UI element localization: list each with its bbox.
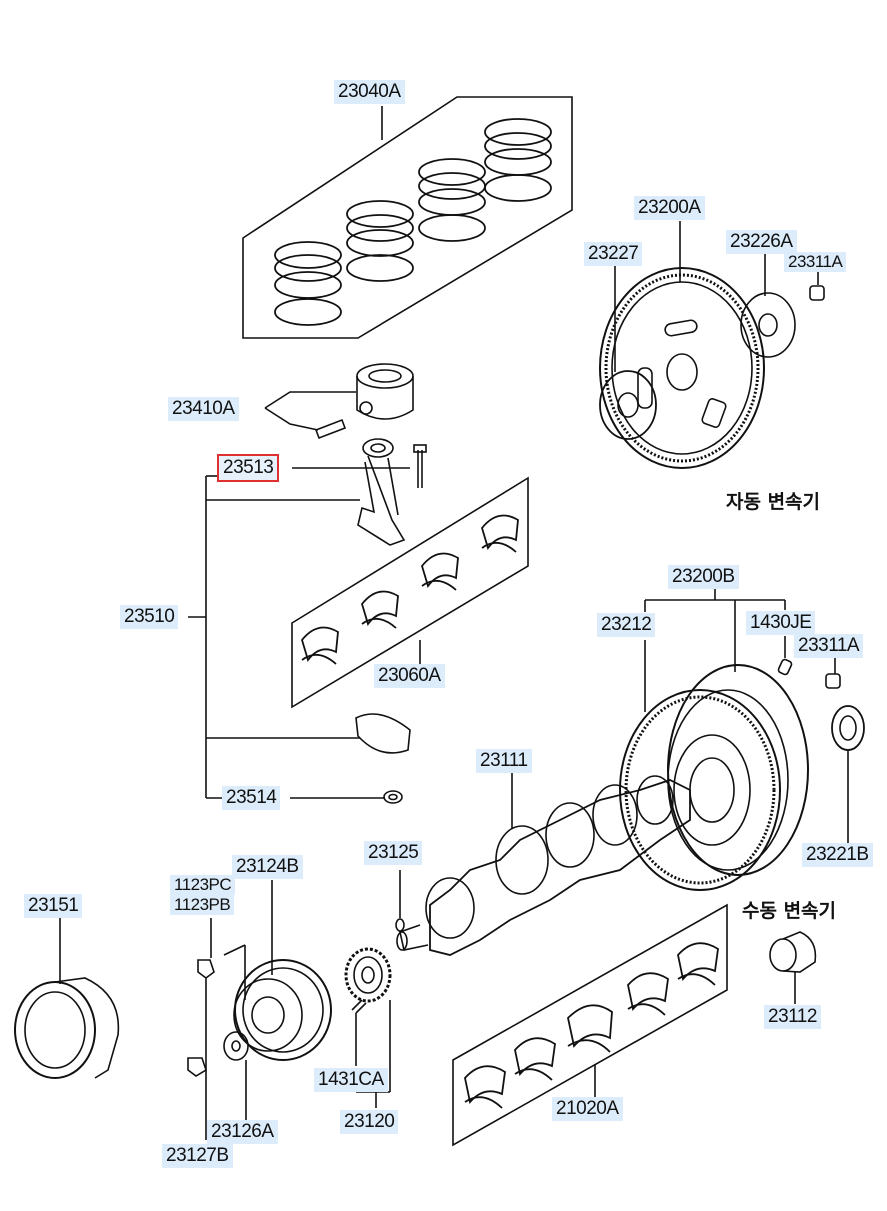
part-label-23126A[interactable]: 23126A — [207, 1120, 278, 1144]
part-label-23227[interactable]: 23227 — [584, 242, 643, 266]
part-label-23120[interactable]: 23120 — [340, 1110, 399, 1134]
automatic-transmission-note: 자동 변속기 — [726, 491, 821, 513]
part-label-1431CA[interactable]: 1431CA — [314, 1068, 388, 1092]
part-label-23127B[interactable]: 23127B — [162, 1144, 233, 1168]
bush-drawing — [769, 931, 817, 1004]
drive-plate-drawing — [599, 221, 825, 469]
rod-bearing-set-drawing — [291, 476, 529, 709]
piston-ring-set-drawing — [242, 96, 573, 339]
pulley-drawing — [187, 870, 405, 1140]
part-label-23040A[interactable]: 23040A — [334, 80, 405, 104]
part-label-23124B[interactable]: 23124B — [232, 855, 303, 879]
part-label-23410A[interactable]: 23410A — [168, 397, 239, 421]
part-label-23212[interactable]: 23212 — [597, 613, 656, 637]
piston-drawing — [264, 363, 414, 440]
part-label-23510[interactable]: 23510 — [120, 605, 179, 629]
part-label-1123PB[interactable]: 1123PB — [170, 895, 235, 915]
part-label-21020A[interactable]: 21020A — [552, 1097, 623, 1121]
part-label-23221B[interactable]: 23221B — [802, 843, 873, 867]
part-label-23513[interactable]: 23513 — [216, 454, 280, 482]
part-label-23125[interactable]: 23125 — [364, 841, 423, 865]
part-label-23311A-top[interactable]: 23311A — [784, 252, 847, 272]
part-label-23151[interactable]: 23151 — [24, 894, 83, 918]
part-label-23111[interactable]: 23111 — [476, 749, 532, 773]
flywheel-drawing — [619, 588, 865, 891]
part-label-23112[interactable]: 23112 — [764, 1005, 821, 1029]
part-label-1123PC[interactable]: 1123PC — [170, 875, 236, 895]
part-label-23311A-mid[interactable]: 23311A — [794, 634, 864, 658]
part-label-1430JE[interactable]: 1430JE — [746, 611, 816, 635]
part-label-23514[interactable]: 23514 — [222, 786, 281, 810]
part-label-23226A[interactable]: 23226A — [726, 230, 797, 254]
oil-seal-drawing — [14, 918, 120, 1079]
main-bearing-set-drawing — [452, 903, 728, 1147]
manual-transmission-note: 수동 변속기 — [742, 900, 837, 922]
connecting-rod-drawing — [188, 438, 427, 804]
part-label-23200A[interactable]: 23200A — [634, 196, 705, 220]
part-label-23060A[interactable]: 23060A — [374, 664, 445, 688]
part-label-23200B[interactable]: 23200B — [668, 565, 739, 589]
crankshaft-drawing — [396, 772, 691, 956]
